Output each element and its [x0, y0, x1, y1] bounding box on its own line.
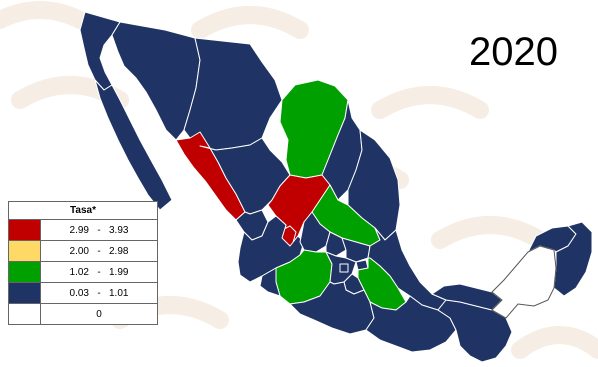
- legend-range-separator: -: [97, 245, 101, 257]
- legend-swatch: [9, 220, 41, 240]
- legend-range-low: 2.00: [69, 245, 89, 257]
- legend-row: 0: [9, 304, 157, 324]
- year-label: 2020: [469, 30, 558, 74]
- region-guerrero: [289, 281, 375, 335]
- legend-swatch: [9, 304, 41, 324]
- legend-row: 2.99 - 3.93: [9, 220, 157, 241]
- legend-range-high: 1.01: [109, 287, 129, 299]
- region-baja-california-sur: [94, 79, 173, 211]
- region-campeche-outline: [491, 245, 557, 319]
- legend-range-separator: -: [97, 287, 101, 299]
- region-hidalgo: [341, 237, 371, 263]
- legend-row: 0.03 - 1.01: [9, 283, 157, 304]
- legend-range-low: 2.99: [69, 224, 89, 236]
- legend-range-low: 1.02: [69, 266, 89, 278]
- legend-range-high: 3.93: [109, 224, 129, 236]
- legend-range-high: 1.99: [109, 266, 129, 278]
- legend-swatch: [9, 283, 41, 303]
- legend-range-low: 0.03: [69, 287, 89, 299]
- legend-range-separator: -: [97, 266, 101, 278]
- map-legend: Tasa* 2.99 - 3.93 2.00 - 2.98 1.02 - 1.9…: [8, 201, 158, 325]
- legend-swatch: [9, 262, 41, 282]
- legend-swatch: [9, 241, 41, 261]
- legend-row: 2.00 - 2.98: [9, 241, 157, 262]
- region-colima: [259, 267, 281, 297]
- legend-row: 1.02 - 1.99: [9, 262, 157, 283]
- region-ciudad-de-mexico: [339, 263, 349, 273]
- legend-range-high: 2.98: [109, 245, 129, 257]
- legend-range-separator: 0: [96, 308, 102, 320]
- legend-title: Tasa*: [9, 202, 157, 220]
- legend-range-separator: -: [97, 224, 101, 236]
- region-quintana-roo: [553, 221, 593, 297]
- region-baja-california: [79, 11, 121, 91]
